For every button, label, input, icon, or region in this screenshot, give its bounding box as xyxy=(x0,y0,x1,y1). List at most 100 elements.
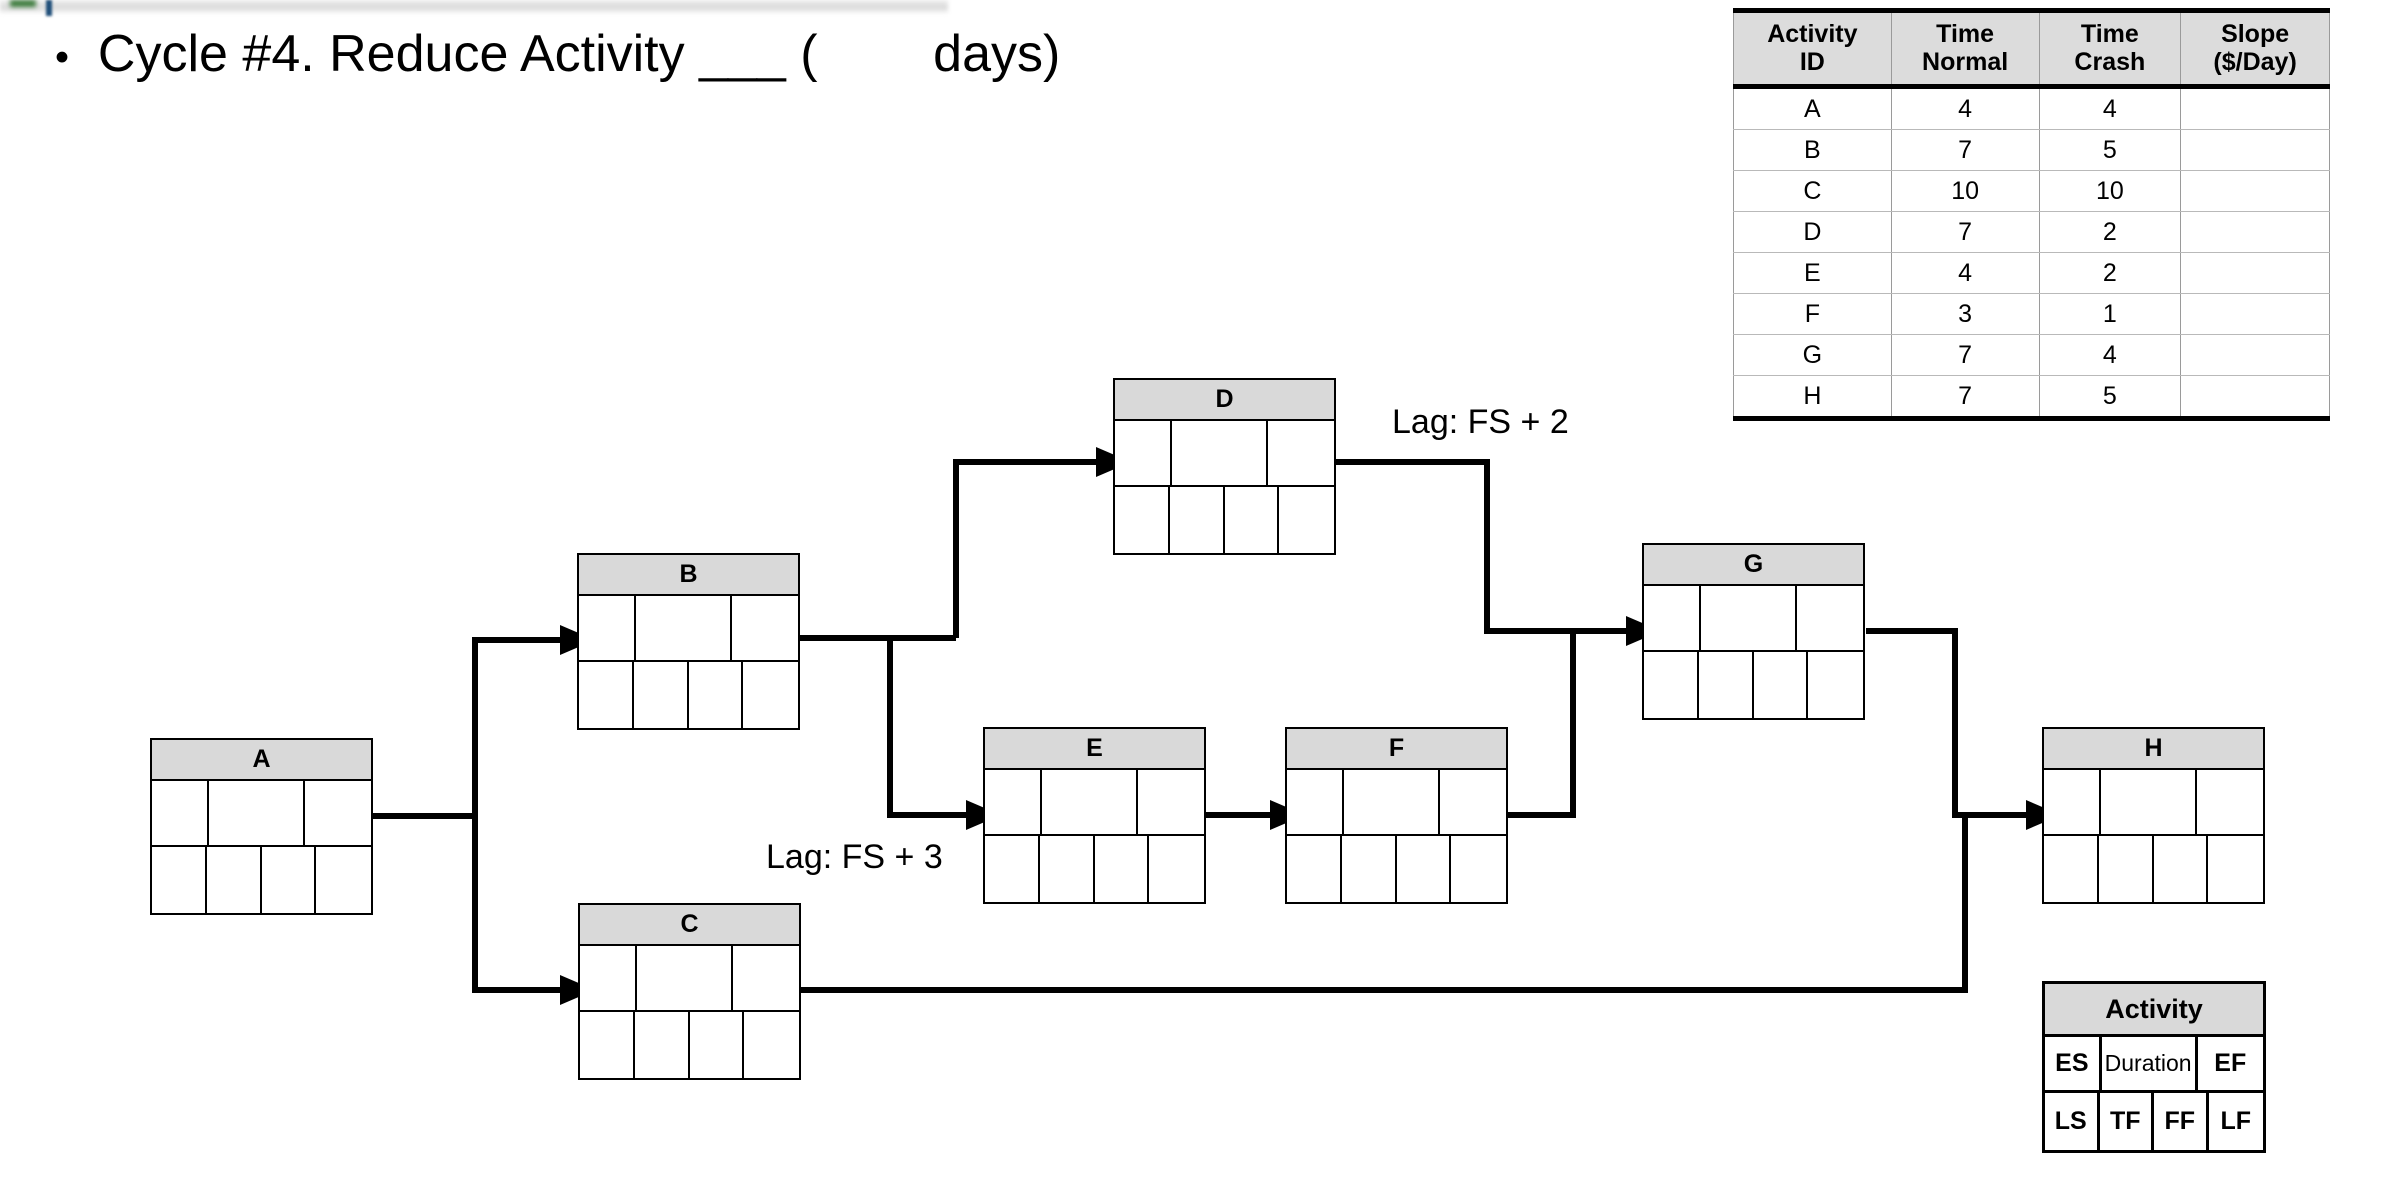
node-cell-duration[interactable] xyxy=(209,781,306,845)
node-cell-duration[interactable] xyxy=(1042,770,1139,834)
node-cell-tf[interactable] xyxy=(635,1012,690,1078)
node-cell-ls[interactable] xyxy=(152,847,207,913)
node-cell-ff[interactable] xyxy=(690,1012,745,1078)
cell-slope xyxy=(2180,129,2330,171)
activity-node-d[interactable]: D xyxy=(1113,378,1336,555)
node-cell-ef[interactable] xyxy=(733,946,799,1010)
node-cell-duration[interactable] xyxy=(636,596,733,660)
node-cell-tf[interactable] xyxy=(2099,836,2154,902)
window-chrome-artifact xyxy=(0,0,948,14)
lag-label-d-to-g: Lag: FS + 2 xyxy=(1392,403,1569,441)
node-cell-es[interactable] xyxy=(152,781,209,845)
node-cell-ls[interactable] xyxy=(580,1012,635,1078)
cell-time-crash: 5 xyxy=(2038,129,2182,171)
node-row-early xyxy=(1287,770,1506,836)
node-cell-ls[interactable] xyxy=(1287,836,1342,902)
node-cell-tf[interactable] xyxy=(1342,836,1397,902)
node-cell-ef[interactable] xyxy=(2197,770,2263,834)
node-cell-ff[interactable] xyxy=(1225,487,1280,553)
node-cell-ls[interactable] xyxy=(1115,487,1170,553)
table-row: D 7 2 xyxy=(1733,211,2330,253)
node-cell-es[interactable] xyxy=(2044,770,2101,834)
legend-cell-tf: TF xyxy=(2100,1093,2154,1150)
edge-g-to-h xyxy=(1866,628,2026,818)
edge-b-to-e xyxy=(887,638,966,818)
node-cell-ff[interactable] xyxy=(1397,836,1452,902)
node-cell-lf[interactable] xyxy=(743,662,798,728)
node-cell-tf[interactable] xyxy=(207,847,262,913)
node-cell-ef[interactable] xyxy=(305,781,371,845)
node-cell-ef[interactable] xyxy=(1138,770,1204,834)
node-row-early xyxy=(1115,421,1334,487)
node-label: H xyxy=(2044,729,2263,770)
cell-activity-id: B xyxy=(1733,129,1892,171)
node-cell-tf[interactable] xyxy=(634,662,689,728)
node-cell-lf[interactable] xyxy=(1451,836,1506,902)
node-cell-lf[interactable] xyxy=(1149,836,1204,902)
node-cell-lf[interactable] xyxy=(2208,836,2263,902)
node-cell-es[interactable] xyxy=(580,946,637,1010)
legend-cell-duration: Duration xyxy=(2102,1037,2198,1090)
node-cell-ef[interactable] xyxy=(1797,586,1863,650)
node-cell-ef[interactable] xyxy=(1268,421,1334,485)
node-cell-ls[interactable] xyxy=(579,662,634,728)
bullet-text: Cycle #4. Reduce Activity ___ ( days) xyxy=(97,25,1061,83)
legend-cell-ef: EF xyxy=(2214,1049,2247,1077)
activity-node-c[interactable]: C xyxy=(578,903,801,1080)
node-cell-lf[interactable] xyxy=(316,847,371,913)
cell-activity-id: C xyxy=(1733,170,1892,212)
node-cell-ef[interactable] xyxy=(732,596,798,660)
activity-node-h[interactable]: H xyxy=(2042,727,2265,904)
node-cell-tf[interactable] xyxy=(1699,652,1754,718)
node-cell-es[interactable] xyxy=(1644,586,1701,650)
column-header-slope: Slope ($/Day) xyxy=(2180,8,2330,89)
window-chrome-green-mark xyxy=(10,0,36,7)
node-label: B xyxy=(579,555,798,596)
table-row: H 7 5 xyxy=(1733,375,2330,421)
node-label: D xyxy=(1115,380,1334,421)
activity-node-f[interactable]: F xyxy=(1285,727,1508,904)
node-cell-duration[interactable] xyxy=(1344,770,1441,834)
activity-node-e[interactable]: E xyxy=(983,727,1206,904)
node-cell-lf[interactable] xyxy=(1808,652,1863,718)
node-cell-es[interactable] xyxy=(1287,770,1344,834)
node-cell-es[interactable] xyxy=(985,770,1042,834)
node-cell-lf[interactable] xyxy=(1279,487,1334,553)
node-cell-duration[interactable] xyxy=(1172,421,1269,485)
cell-activity-id: G xyxy=(1733,334,1892,376)
node-cell-ef[interactable] xyxy=(1440,770,1506,834)
node-cell-duration[interactable] xyxy=(637,946,734,1010)
node-cell-ff[interactable] xyxy=(689,662,744,728)
activity-node-b[interactable]: B xyxy=(577,553,800,730)
node-cell-duration[interactable] xyxy=(1701,586,1798,650)
node-cell-ff[interactable] xyxy=(1095,836,1150,902)
cell-slope xyxy=(2180,375,2330,421)
cell-slope xyxy=(2180,211,2330,253)
node-cell-es[interactable] xyxy=(1115,421,1172,485)
node-label: A xyxy=(152,740,371,781)
node-row-late xyxy=(2044,836,2263,902)
node-row-late xyxy=(1115,487,1334,553)
cell-time-crash: 5 xyxy=(2038,375,2182,421)
cell-time-crash: 10 xyxy=(2038,170,2182,212)
node-cell-ls[interactable] xyxy=(985,836,1040,902)
node-cell-ff[interactable] xyxy=(1754,652,1809,718)
column-header-time-crash: Time Crash xyxy=(2038,8,2182,89)
node-cell-ff[interactable] xyxy=(2154,836,2209,902)
activity-node-g[interactable]: G xyxy=(1642,543,1865,720)
node-cell-ff[interactable] xyxy=(262,847,317,913)
node-row-late xyxy=(985,836,1204,902)
node-cell-ls[interactable] xyxy=(1644,652,1699,718)
cell-activity-id: E xyxy=(1733,252,1892,294)
node-row-late xyxy=(1644,652,1863,718)
node-cell-duration[interactable] xyxy=(2101,770,2198,834)
node-cell-tf[interactable] xyxy=(1170,487,1225,553)
node-cell-ls[interactable] xyxy=(2044,836,2099,902)
node-cell-es[interactable] xyxy=(579,596,636,660)
cell-time-crash: 1 xyxy=(2038,293,2182,335)
node-cell-lf[interactable] xyxy=(744,1012,799,1078)
node-cell-tf[interactable] xyxy=(1040,836,1095,902)
edge-a-to-c xyxy=(472,816,560,993)
activity-node-a[interactable]: A xyxy=(150,738,373,915)
legend-row-late: LS TF FF LF xyxy=(2045,1093,2263,1150)
